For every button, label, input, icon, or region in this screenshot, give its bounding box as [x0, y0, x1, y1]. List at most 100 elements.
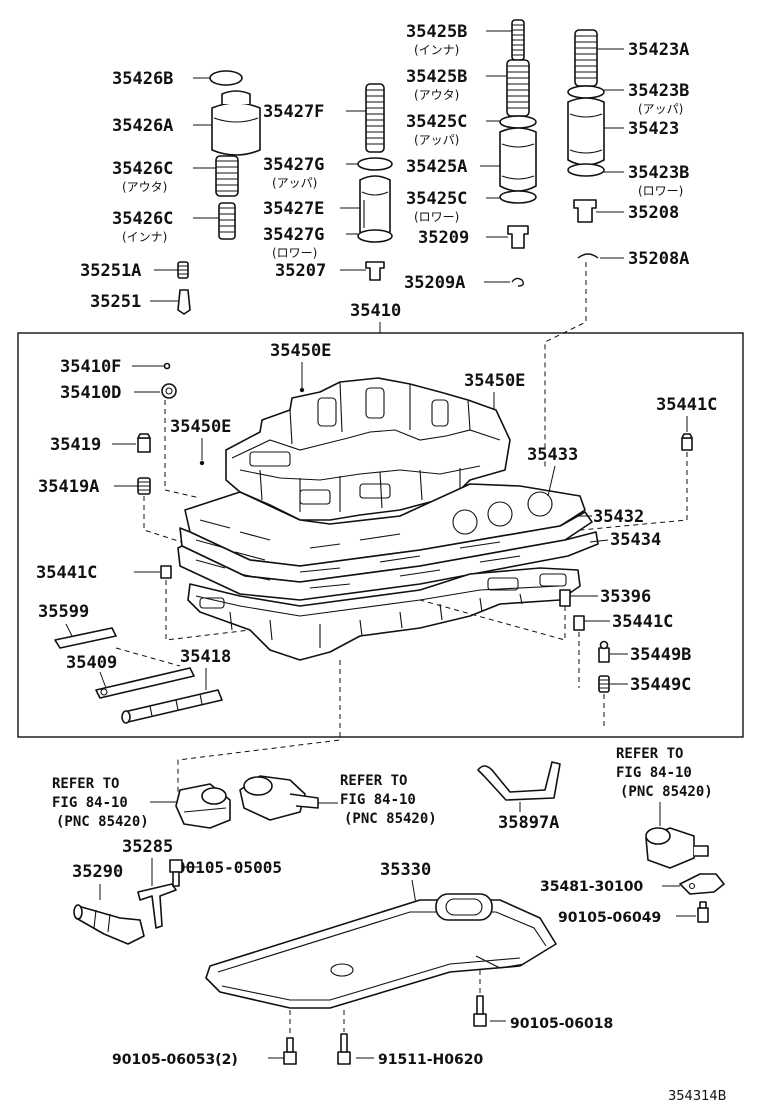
part-35410F-ball[interactable]	[163, 362, 171, 370]
label-35410: 35410	[350, 301, 401, 321]
part-90105-05005-bolt[interactable]	[169, 859, 183, 887]
label-35441C-top: 35441C	[656, 395, 717, 415]
part-35425C-lower-ring[interactable]	[499, 190, 537, 204]
label-35209A: 35209A	[404, 273, 465, 293]
part-35441C-pin-2[interactable]	[160, 565, 172, 579]
part-35427F-spring[interactable]	[365, 83, 385, 153]
part-35426C-outer-spring[interactable]	[215, 155, 239, 197]
part-35251-ball[interactable]	[177, 289, 191, 315]
ref-middle-line2: FIG 84-10	[340, 792, 416, 808]
solenoid-valve-right[interactable]	[645, 827, 709, 869]
part-35425B-outer-spring[interactable]	[506, 59, 530, 117]
label-35426C-inner: 35426C	[112, 209, 173, 229]
part-35423B-lower-ring[interactable]	[567, 163, 605, 177]
part-35251A-spring[interactable]	[177, 261, 189, 279]
part-35209A-clip[interactable]	[511, 277, 525, 287]
part-35418-valve[interactable]	[121, 689, 223, 724]
label-35419A: 35419A	[38, 477, 99, 497]
part-90105-06053-bolt[interactable]	[283, 1037, 297, 1065]
part-35427G-lower-ring[interactable]	[357, 229, 393, 243]
part-35426B-ring[interactable]	[209, 70, 243, 86]
label-90105-06053: 90105-06053(2)	[112, 1052, 238, 1068]
part-35330-oil-strainer[interactable]	[205, 893, 557, 1009]
part-35425B-inner-spring[interactable]	[511, 19, 525, 61]
part-35423-piston[interactable]	[567, 97, 605, 166]
part-35207-plug[interactable]	[365, 261, 385, 281]
label-35426C-outer-note: (アウタ)	[122, 180, 167, 194]
part-35441C-pin-3[interactable]	[573, 615, 585, 631]
label-35449C: 35449C	[630, 675, 691, 695]
label-35290: 35290	[72, 862, 123, 882]
label-35419: 35419	[50, 435, 101, 455]
part-90105-06049-bolt[interactable]	[697, 901, 709, 923]
part-90105-06018-bolt[interactable]	[473, 995, 487, 1027]
part-35208-plug[interactable]	[573, 199, 597, 223]
ref-middle-line1: REFER TO	[340, 773, 407, 789]
label-35426A: 35426A	[112, 116, 173, 136]
upper-valve-body[interactable]	[225, 377, 511, 521]
part-35425A-piston[interactable]	[499, 127, 537, 192]
label-35441C-right: 35441C	[612, 612, 673, 632]
label-35426C-inner-note: (インナ)	[122, 230, 167, 244]
part-35409-plate[interactable]	[95, 667, 195, 699]
label-35425B-inner-note: (インナ)	[414, 43, 459, 57]
part-35426C-inner-spring[interactable]	[218, 202, 236, 240]
solenoid-valve-middle[interactable]	[239, 775, 319, 821]
part-35449C-spring[interactable]	[598, 675, 610, 693]
part-35290-sensor[interactable]	[73, 904, 145, 945]
part-35441C-pin-1[interactable]	[681, 433, 693, 451]
label-90105-05005: 90105-05005	[176, 858, 282, 877]
ref-middle-line3: (PNC 85420)	[344, 811, 437, 827]
label-91511-H0620: 91511-H0620	[378, 1052, 483, 1068]
part-35450E-ball-1[interactable]	[299, 387, 305, 393]
part-35419A-spring[interactable]	[137, 477, 151, 495]
label-35427G-upper: 35427G	[263, 155, 324, 175]
label-35410F: 35410F	[60, 357, 121, 377]
label-35209: 35209	[418, 228, 469, 248]
part-35423A-spring[interactable]	[574, 29, 598, 87]
part-35449B-plug[interactable]	[598, 640, 610, 663]
ref-left-line3: (PNC 85420)	[56, 814, 149, 830]
label-35449B: 35449B	[630, 645, 691, 665]
part-35427E-piston[interactable]	[359, 175, 391, 237]
ref-right-line2: FIG 84-10	[616, 765, 692, 781]
part-35208A-clip[interactable]	[577, 253, 599, 259]
part-35426A-piston[interactable]	[211, 90, 261, 156]
label-35423B-lower: 35423B	[628, 163, 689, 183]
part-91511-H0620-bolt[interactable]	[337, 1033, 351, 1065]
part-35285-bracket[interactable]	[137, 883, 177, 929]
label-35423B-upper: 35423B	[628, 81, 689, 101]
label-35426C-outer: 35426C	[112, 159, 173, 179]
part-35425C-upper-ring[interactable]	[499, 115, 537, 129]
label-35427G-upper-note: (アッパ)	[272, 176, 317, 190]
label-35450E-left: 35450E	[170, 417, 231, 437]
part-35599-plate[interactable]	[54, 627, 117, 649]
part-35423B-upper-ring[interactable]	[567, 85, 605, 99]
part-35897A-tube[interactable]	[477, 761, 561, 801]
label-35423: 35423	[628, 119, 679, 139]
part-35427G-upper-ring[interactable]	[357, 157, 393, 171]
part-35410D-plug[interactable]	[161, 383, 177, 399]
label-35410D: 35410D	[60, 383, 121, 403]
label-35433: 35433	[527, 445, 578, 465]
lower-valve-body[interactable]	[187, 567, 581, 661]
label-35427F: 35427F	[263, 102, 324, 122]
part-35396-pin[interactable]	[559, 589, 571, 607]
part-35434-gasket[interactable]	[177, 531, 599, 601]
label-35425C-lower-note: (ロワー)	[414, 210, 459, 224]
label-35251A: 35251A	[80, 261, 141, 281]
part-35419-plug[interactable]	[137, 433, 151, 453]
label-35425A: 35425A	[406, 157, 467, 177]
label-35427G-lower-note: (ロワー)	[272, 246, 317, 260]
solenoid-valve-left[interactable]	[175, 783, 231, 829]
label-35425B-outer: 35425B	[406, 67, 467, 87]
label-35450E-right: 35450E	[464, 371, 525, 391]
label-35425B-inner: 35425B	[406, 22, 467, 42]
ref-left-line1: REFER TO	[52, 776, 119, 792]
part-35209-plug[interactable]	[507, 225, 529, 249]
label-35425B-outer-note: (アウタ)	[414, 88, 459, 102]
part-35450E-ball-3[interactable]	[199, 460, 205, 466]
label-35434: 35434	[610, 530, 661, 550]
part-35481-30100-bracket[interactable]	[679, 873, 725, 895]
